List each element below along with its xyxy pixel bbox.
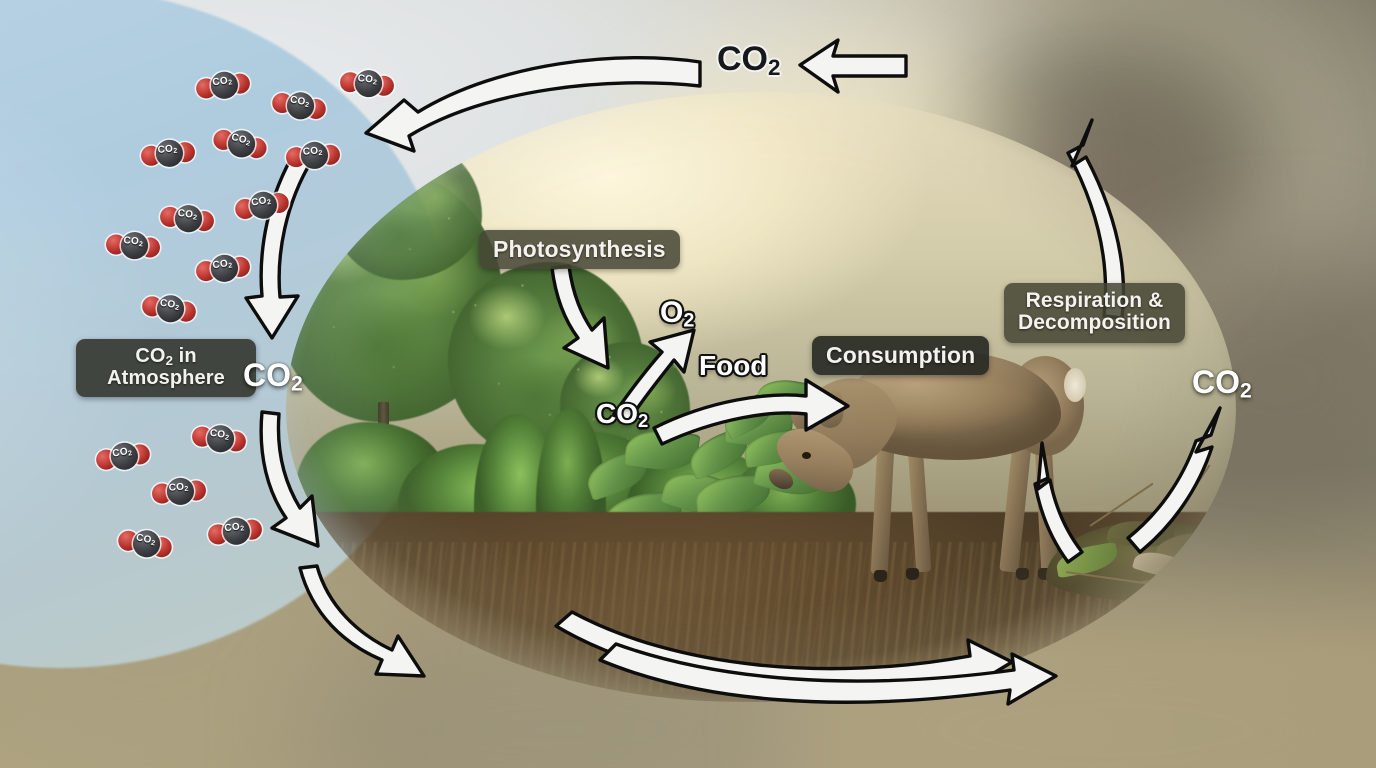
arrow-top-to-atmosphere (364, 56, 702, 153)
consumption-text: Consumption (826, 342, 976, 368)
arrow-co2-to-o2 (612, 328, 696, 424)
label-co2-in-atmosphere: CO2 in Atmosphere (76, 339, 256, 398)
label-food: Food (699, 350, 768, 381)
co2-molecule: CO2 (151, 476, 207, 509)
arrow-atmosphere-to-plants-lower (259, 410, 320, 548)
arrow-photosynthesis-to-plants (550, 264, 610, 370)
label-o2: O2 (660, 296, 695, 332)
respiration-line1: Respiration & (1025, 289, 1164, 312)
arrow-soil-to-litter-inner (598, 642, 1058, 706)
co2-molecule: CO2 (285, 140, 341, 172)
label-co2-top: CO2 (717, 40, 781, 80)
label-co2-right: CO2 (1192, 364, 1252, 403)
ecosystem-scene (286, 92, 1236, 702)
label-co2-left: CO2 (243, 357, 303, 396)
arrow-plants-to-soil (298, 564, 426, 678)
deer-tail (1064, 368, 1086, 402)
label-consumption: Consumption (812, 336, 990, 376)
co2-molecule: CO2 (339, 67, 396, 100)
arrow-deer-to-litter (1033, 441, 1084, 564)
arrow-litter-to-co2 (1126, 406, 1222, 554)
label-photosynthesis: Photosynthesis (479, 230, 680, 270)
co2-atmosphere-line1: CO2 in (135, 345, 197, 368)
label-co2-plant: CO2 (596, 398, 649, 432)
respiration-line2: Decomposition (1018, 311, 1171, 335)
co2-molecule: CO2 (140, 137, 197, 170)
label-respiration-decomposition: Respiration & Decomposition (1004, 283, 1185, 343)
arrow-atmosphere-to-plants-upper (244, 148, 314, 340)
co2-molecule: CO2 (105, 230, 161, 263)
arrow-co2-into-top-label (798, 38, 908, 94)
arrow-food-to-deer (652, 378, 850, 446)
co2-atmosphere-line2: Atmosphere (107, 366, 225, 389)
deer-eye (802, 452, 811, 459)
photosynthesis-text: Photosynthesis (493, 236, 666, 262)
